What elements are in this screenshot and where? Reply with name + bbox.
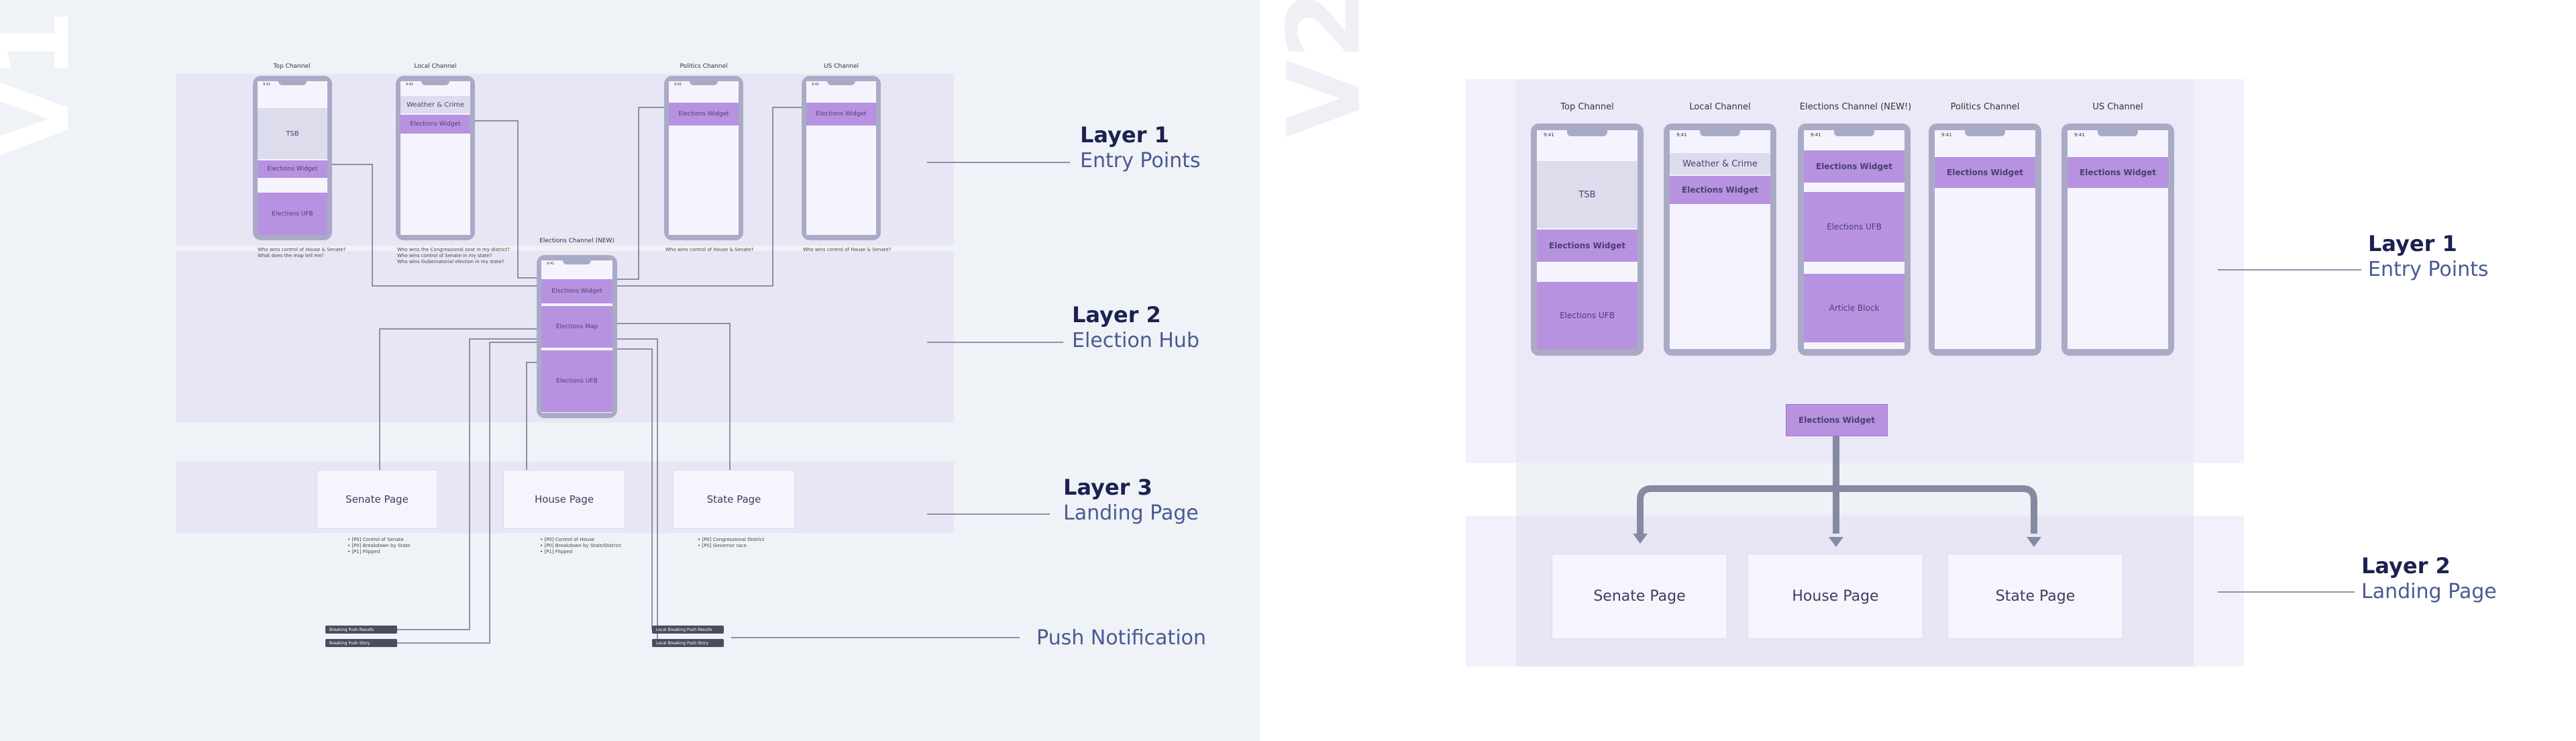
note: • [P0] Control of House bbox=[540, 537, 595, 542]
note: Who wins Gubernatorial election in my st… bbox=[397, 259, 504, 264]
elections-widget-block[interactable]: Elections Widget bbox=[541, 279, 612, 303]
v2-us-channel-label: US Channel bbox=[2092, 102, 2143, 112]
v2-top-channel-phone[interactable]: 9:41 TSB Elections Widget Elections UFB bbox=[1531, 124, 1644, 356]
note: • [P0] Congressional District bbox=[698, 537, 765, 542]
push-pill[interactable]: Breaking Push Results bbox=[325, 626, 397, 634]
weather-crime-block: Weather & Crime bbox=[1670, 153, 1770, 175]
v1-politics-channel-phone[interactable]: 9:41 Elections Widget bbox=[664, 76, 743, 240]
v1-layer1-title: Layer 1 bbox=[1080, 122, 1169, 148]
note: Who wins control of House & Senate? bbox=[803, 247, 892, 252]
v2-state-page-card[interactable]: State Page bbox=[1947, 554, 2123, 639]
push-pill[interactable]: Breaking Push Story bbox=[325, 639, 397, 647]
note: Who wins the Congressional seat in my di… bbox=[397, 247, 510, 252]
elections-ufb-block[interactable]: Elections UFB bbox=[1537, 282, 1638, 349]
v2-local-channel-label: Local Channel bbox=[1689, 102, 1751, 112]
weather-crime-block: Weather & Crime bbox=[400, 96, 470, 113]
v1-us-channel-phone[interactable]: 9:41 Elections Widget bbox=[802, 76, 881, 240]
v1-politics-channel-label: Politics Channel bbox=[680, 63, 728, 70]
status-time: 9:41 bbox=[812, 83, 820, 87]
note: • [P0] Breakdown by State bbox=[347, 543, 411, 548]
v2-top-channel-label: Top Channel bbox=[1560, 102, 1614, 112]
v2-senate-page-card[interactable]: Senate Page bbox=[1552, 554, 1727, 639]
v1-state-page-card[interactable]: State Page bbox=[673, 470, 795, 529]
v1-elections-channel-label: Elections Channel (NEW) bbox=[539, 238, 614, 244]
note: Who wins control of Senate in my state? bbox=[397, 253, 492, 258]
v1-connector-lines bbox=[332, 107, 1070, 644]
v2-layer1-title: Layer 1 bbox=[2368, 231, 2457, 256]
elections-widget-block[interactable]: Elections Widget bbox=[2068, 157, 2168, 188]
v1-senate-page-card[interactable]: Senate Page bbox=[317, 470, 437, 529]
v1-us-channel-label: US Channel bbox=[823, 63, 859, 70]
status-time: 9:41 bbox=[674, 83, 682, 87]
note: • [P0] Governor race bbox=[698, 543, 747, 548]
elections-ufb-block[interactable]: Elections UFB bbox=[541, 350, 612, 412]
v2-us-channel-phone[interactable]: 9:41 Elections Widget bbox=[2061, 124, 2174, 356]
v2-local-channel-phone[interactable]: 9:41 Weather & Crime Elections Widget bbox=[1664, 124, 1776, 356]
status-time: 9:41 bbox=[1941, 132, 1952, 138]
v1-house-page-card[interactable]: House Page bbox=[503, 470, 625, 529]
elections-ufb-block[interactable]: Elections UFB bbox=[258, 193, 327, 235]
note: Who wins control of House & Senate? bbox=[258, 247, 346, 252]
note: Who wins control of House & Senate? bbox=[665, 247, 754, 252]
note: • [P0] Control of Senate bbox=[347, 537, 404, 542]
status-time: 9:41 bbox=[263, 83, 271, 87]
elections-widget-block[interactable]: Elections Widget bbox=[1670, 176, 1770, 204]
v1-elections-channel-phone[interactable]: 9:41 Elections Widget Elections Map Elec… bbox=[537, 255, 617, 418]
v1-layer1-subtitle: Entry Points bbox=[1080, 149, 1201, 172]
tsb-block: TSB bbox=[258, 108, 327, 159]
status-time: 9:41 bbox=[1811, 132, 1821, 138]
v1-layer3-subtitle: Landing Page bbox=[1063, 501, 1199, 525]
elections-widget-block[interactable]: Elections Widget bbox=[258, 160, 327, 178]
elections-widget-block[interactable]: Elections Widget bbox=[1804, 150, 1904, 183]
note: • [P1] Flipped bbox=[540, 549, 573, 554]
elections-ufb-block[interactable]: Elections UFB bbox=[1804, 192, 1904, 262]
v2-politics-channel-phone[interactable]: 9:41 Elections Widget bbox=[1929, 124, 2041, 356]
status-time: 9:41 bbox=[1676, 132, 1687, 138]
note: • [P0] Breakdown by State/District bbox=[540, 543, 621, 548]
tsb-block: TSB bbox=[1537, 161, 1638, 228]
elections-widget-block[interactable]: Elections Widget bbox=[1537, 230, 1638, 262]
elections-widget-block[interactable]: Elections Widget bbox=[1935, 157, 2035, 188]
note: What does the map tell me? bbox=[258, 253, 325, 258]
push-pill[interactable]: Local Breaking Push Story bbox=[652, 639, 724, 647]
v1-push-notification-label: Push Notification bbox=[1036, 626, 1206, 650]
v2-elections-channel-phone[interactable]: 9:41 Elections Widget Elections UFB Arti… bbox=[1798, 124, 1911, 356]
v1-layer2-subtitle: Election Hub bbox=[1072, 329, 1199, 352]
v1-top-channel-label: Top Channel bbox=[273, 63, 311, 70]
note: • [P1] Flipped bbox=[347, 549, 380, 554]
v1-top-channel-phone[interactable]: 9:41 TSB Elections Widget Elections UFB bbox=[253, 76, 332, 240]
v2-politics-channel-label: Politics Channel bbox=[1950, 102, 2020, 112]
v2-elections-channel-label: Elections Channel (NEW!) bbox=[1799, 102, 1912, 112]
status-time: 9:41 bbox=[1544, 132, 1554, 138]
v2-layer2-subtitle: Landing Page bbox=[2361, 580, 2497, 603]
v2-layer2-title: Layer 2 bbox=[2361, 553, 2451, 579]
v2-layer1-subtitle: Entry Points bbox=[2368, 258, 2489, 281]
status-time: 9:41 bbox=[406, 83, 414, 87]
v2-elections-widget[interactable]: Elections Widget bbox=[1786, 404, 1888, 436]
elections-widget-block[interactable]: Elections Widget bbox=[806, 103, 876, 126]
status-time: 9:41 bbox=[547, 262, 555, 266]
v1-layer2-title: Layer 2 bbox=[1072, 302, 1161, 328]
elections-map-block[interactable]: Elections Map bbox=[541, 306, 612, 348]
v1-local-channel-phone[interactable]: 9:41 Weather & Crime Elections Widget bbox=[396, 76, 475, 240]
article-block[interactable]: Article Block bbox=[1804, 274, 1904, 342]
elections-widget-block[interactable]: Elections Widget bbox=[400, 115, 470, 134]
v1-local-channel-label: Local Channel bbox=[414, 63, 457, 70]
v1-layer3-title: Layer 3 bbox=[1063, 475, 1152, 500]
status-time: 9:41 bbox=[2074, 132, 2085, 138]
push-pill[interactable]: Local Breaking Push Results bbox=[652, 626, 724, 634]
v2-house-page-card[interactable]: House Page bbox=[1748, 554, 1923, 639]
elections-widget-block[interactable]: Elections Widget bbox=[669, 103, 739, 126]
